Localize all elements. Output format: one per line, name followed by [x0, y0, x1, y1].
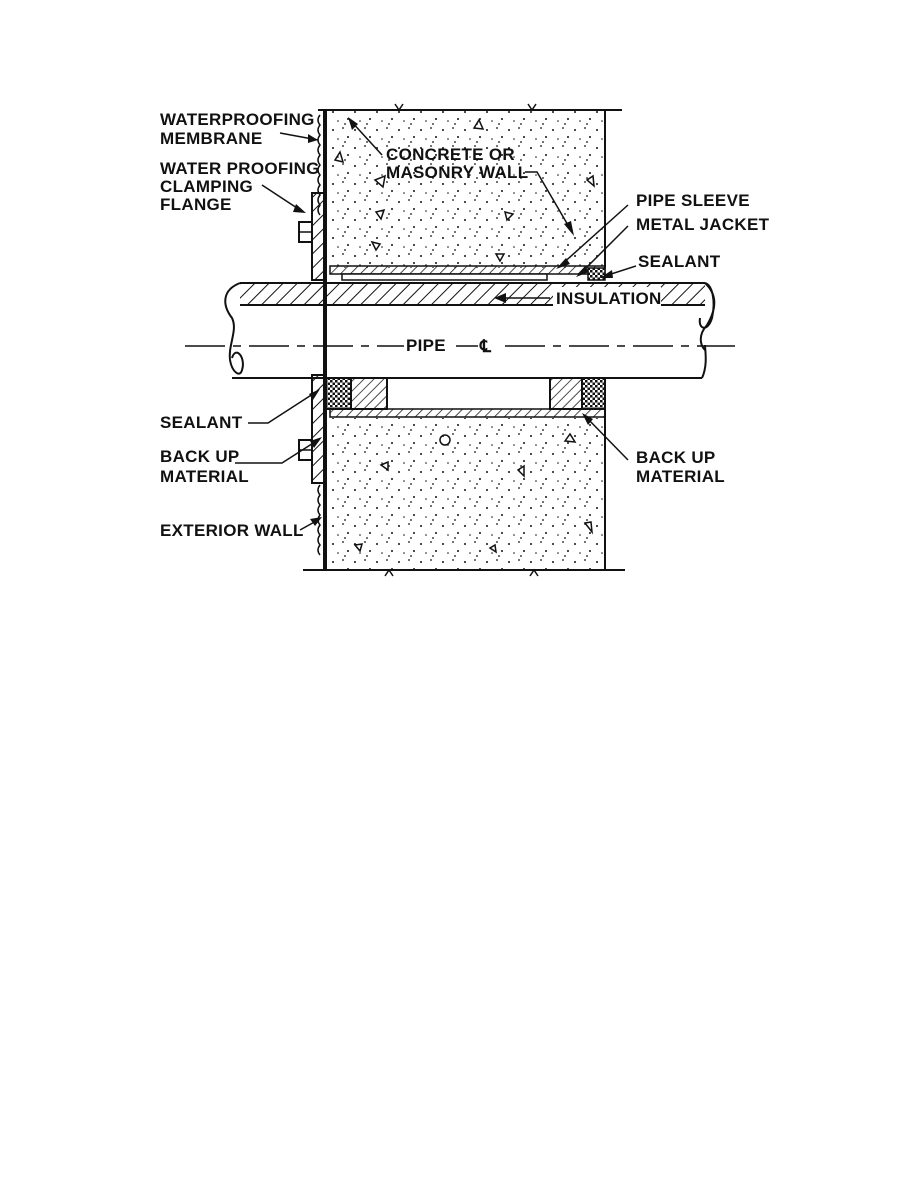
label-waterproofing-membrane-2: MEMBRANE: [160, 129, 263, 148]
upper-concrete-wall: [318, 103, 622, 268]
label-insulation: INSULATION: [556, 289, 662, 308]
leader-lines: [235, 117, 637, 531]
pipe-sleeve-upper: [329, 265, 606, 281]
label-backup-left-2: MATERIAL: [160, 467, 249, 486]
label-exterior-wall: EXTERIOR WALL: [160, 521, 304, 540]
exterior-wall: [317, 110, 327, 570]
label-clamping-flange-1: WATER PROOFING: [160, 159, 320, 178]
lower-concrete-wall: [303, 385, 625, 577]
labels: WATERPROOFING MEMBRANE WATER PROOFING CL…: [160, 110, 770, 540]
label-pipe: PIPE: [406, 336, 446, 355]
label-waterproofing-membrane-1: WATERPROOFING: [160, 110, 315, 129]
clamping-flange-lower: [298, 374, 326, 484]
sealant-right-block: [581, 377, 606, 410]
clamping-flange-upper: [298, 192, 326, 281]
label-clamping-flange-3: FLANGE: [160, 195, 232, 214]
label-concrete-wall-1: CONCRETE OR: [386, 145, 515, 164]
sealant-left-block: [325, 377, 352, 410]
pipe-sleeve-lower: [325, 377, 606, 418]
label-metal-jacket: METAL JACKET: [636, 215, 770, 234]
label-concrete-wall-2: MASONRY WALL: [386, 163, 528, 182]
label-centerline: ℄: [479, 337, 492, 356]
label-clamping-flange-2: CLAMPING: [160, 177, 253, 196]
label-sealant-right: SEALANT: [638, 252, 721, 271]
label-sealant-left: SEALANT: [160, 413, 243, 432]
label-backup-left-1: BACK UP: [160, 447, 240, 466]
backup-right-block: [549, 377, 583, 410]
label-pipe-sleeve: PIPE SLEEVE: [636, 191, 750, 210]
label-backup-right-2: MATERIAL: [636, 467, 725, 486]
backup-left-block: [350, 377, 388, 410]
label-backup-right-1: BACK UP: [636, 448, 716, 467]
